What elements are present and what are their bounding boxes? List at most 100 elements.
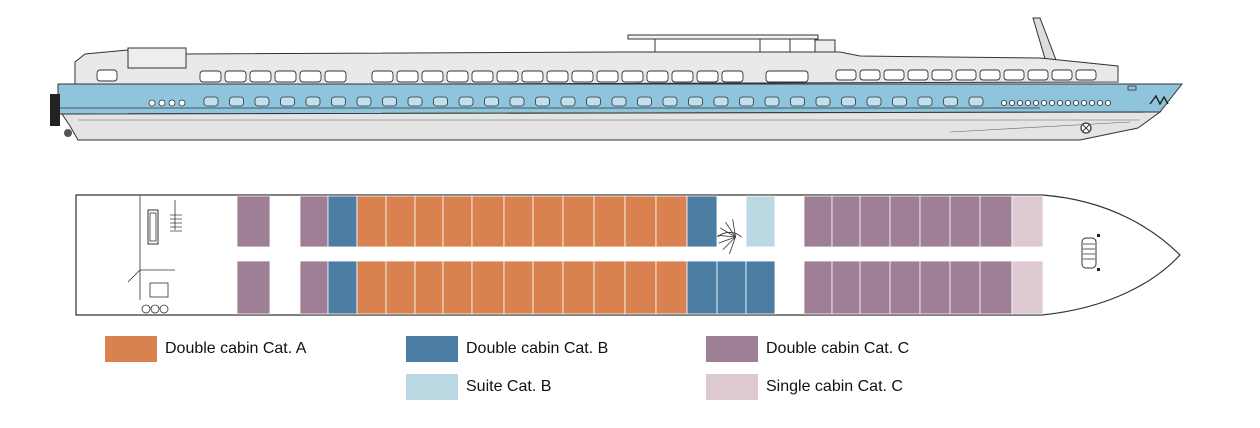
round-porthole <box>1033 100 1040 107</box>
round-porthole <box>158 99 166 107</box>
cabin-double-cat-c <box>299 260 329 315</box>
round-porthole <box>1025 100 1032 107</box>
porthole <box>943 96 958 107</box>
bow-stairs-icon <box>1081 234 1100 271</box>
cabin-double-cat-a <box>356 260 387 315</box>
legend-label-double-a: Double cabin Cat. A <box>165 340 307 357</box>
porthole <box>458 96 474 107</box>
sun-deck-canopy <box>627 34 819 40</box>
porthole <box>662 96 678 107</box>
cabin-double-cat-c <box>949 260 981 315</box>
porthole <box>305 96 321 107</box>
cabin-double-cat-a <box>414 260 444 315</box>
round-porthole <box>168 99 176 107</box>
round-porthole <box>1017 100 1024 107</box>
porthole <box>356 96 372 107</box>
legend-item-suite-b: Suite Cat. B <box>406 374 551 400</box>
window <box>471 70 494 83</box>
cabin-double-cat-c <box>979 260 1013 315</box>
cabin-double-cat-c <box>889 195 921 248</box>
cabin-double-cat-b <box>686 260 718 315</box>
porthole <box>968 96 984 107</box>
cabin-double-cat-a <box>624 195 657 248</box>
porthole <box>280 96 295 107</box>
stern <box>50 94 60 126</box>
spiral-staircase-icon <box>717 219 742 255</box>
legend-label-double-c: Double cabin Cat. C <box>766 340 910 357</box>
porthole <box>764 96 780 107</box>
window <box>671 70 694 83</box>
legend-label-double-b: Double cabin Cat. B <box>466 340 609 357</box>
window <box>274 70 297 83</box>
window <box>199 70 222 83</box>
cabin-double-cat-c <box>919 260 951 315</box>
cabin-double-cat-b <box>327 260 358 315</box>
cabin-double-cat-a <box>593 260 626 315</box>
window <box>696 70 719 83</box>
window <box>835 69 857 81</box>
porthole <box>586 96 601 107</box>
cabin-double-cat-c <box>919 195 951 248</box>
window <box>224 70 247 83</box>
cabin-double-cat-a <box>503 260 534 315</box>
cabin-double-cat-a <box>503 195 534 248</box>
cabin-double-cat-a <box>414 195 444 248</box>
legend-swatch-suite-b <box>406 374 458 400</box>
ship-side-view <box>50 17 1184 141</box>
legend-swatch-double-b <box>406 336 458 362</box>
porthole <box>484 96 499 107</box>
window <box>299 70 322 83</box>
window <box>396 70 419 83</box>
porthole <box>560 96 576 107</box>
propeller <box>64 129 72 137</box>
cabin-double-cat-b <box>327 195 358 248</box>
window <box>931 69 953 81</box>
ship-diagram <box>50 17 1184 316</box>
bow-logo <box>1149 94 1169 106</box>
bridge-window <box>96 69 118 82</box>
porthole <box>815 96 831 107</box>
window <box>859 69 881 81</box>
cabin-row-top <box>236 195 1044 255</box>
cabin-double-cat-c <box>803 195 833 248</box>
round-porthole <box>1105 100 1112 107</box>
porthole <box>713 96 729 107</box>
corridor <box>237 247 1043 261</box>
window <box>1027 69 1049 81</box>
window <box>883 69 905 81</box>
porthole <box>637 96 652 107</box>
cabin-double-cat-a <box>356 195 387 248</box>
legend-label-single-c: Single cabin Cat. C <box>766 378 903 395</box>
porthole <box>254 96 270 107</box>
round-porthole <box>1049 100 1056 107</box>
window <box>496 70 519 83</box>
window <box>571 70 594 83</box>
cabin-row-bottom <box>236 260 1044 315</box>
cabin-double-cat-a <box>562 260 595 315</box>
cabin-double-cat-a <box>385 195 416 248</box>
window <box>421 70 444 83</box>
cabin-double-cat-c <box>236 195 271 248</box>
window <box>979 69 1001 81</box>
cabin-double-cat-a <box>471 260 505 315</box>
cabin-double-cat-c <box>803 260 833 315</box>
window <box>371 70 394 83</box>
lower-hull <box>61 111 1162 141</box>
legend-item-double-c: Double cabin Cat. C <box>706 336 909 362</box>
porthole <box>841 96 856 107</box>
mast <box>1032 17 1057 63</box>
legend-swatch-double-a <box>105 336 157 362</box>
cabin-double-cat-c <box>859 260 891 315</box>
round-porthole <box>1073 100 1080 107</box>
round-porthole <box>1009 100 1016 107</box>
legend-item-double-a: Double cabin Cat. A <box>105 336 306 362</box>
window <box>546 70 569 83</box>
lounge-window <box>765 70 809 83</box>
round-porthole <box>178 99 186 107</box>
window <box>721 70 744 83</box>
window <box>249 70 272 83</box>
cabin-double-cat-a <box>532 260 564 315</box>
cabin-double-cat-c <box>831 195 861 248</box>
cabin-double-cat-c <box>859 195 891 248</box>
cabin-double-cat-a <box>624 260 657 315</box>
